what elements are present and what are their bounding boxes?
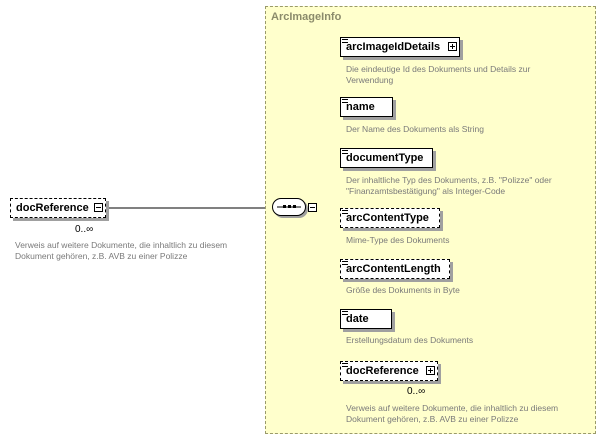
- element-name[interactable]: name: [340, 97, 393, 117]
- element-marker-icon: [342, 311, 348, 315]
- expand-icon[interactable]: [426, 366, 435, 375]
- element-marker-icon: [342, 261, 348, 265]
- root-element-label: docReference: [16, 202, 89, 214]
- root-element-docreference[interactable]: docReference: [10, 198, 106, 218]
- sequence-collapse-icon[interactable]: [308, 203, 317, 212]
- element-arcimageiddetails[interactable]: arcImageIdDetails: [340, 37, 460, 57]
- element-description: Mime-Type des Dokuments: [346, 235, 450, 245]
- element-docreference[interactable]: docReference: [340, 361, 438, 381]
- element-label: docReference: [346, 365, 419, 377]
- element-marker-icon: [342, 150, 348, 154]
- element-description: Verweis auf weitere Dokumente, die inhal…: [346, 403, 559, 424]
- element-description: Der inhaltliche Typ des Dokuments, z.B. …: [346, 175, 552, 196]
- element-label: name: [346, 101, 375, 113]
- element-marker-icon: [342, 210, 348, 214]
- element-description: Größe des Dokuments in Byte: [346, 285, 460, 295]
- element-description: Erstellungsdatum des Dokuments: [346, 335, 474, 345]
- element-description: Die eindeutige Id des Dokuments und Deta…: [346, 64, 531, 85]
- element-label: date: [346, 313, 369, 325]
- group-title: ArcImageInfo: [271, 11, 342, 23]
- element-label: arcImageIdDetails: [346, 41, 441, 53]
- element-documenttype[interactable]: documentType: [340, 148, 433, 168]
- element-marker-icon: [342, 39, 348, 43]
- element-description: Der Name des Dokuments als String: [346, 124, 484, 134]
- sequence-compositor[interactable]: [272, 198, 306, 216]
- collapse-icon[interactable]: [94, 203, 103, 212]
- sequence-icon: [277, 205, 301, 208]
- element-marker-icon: [342, 363, 348, 367]
- element-cardinality: 0..∞: [407, 386, 426, 397]
- root-cardinality: 0..∞: [75, 224, 94, 235]
- expand-icon[interactable]: [448, 42, 457, 51]
- element-marker-icon: [342, 99, 348, 103]
- element-label: documentType: [346, 152, 424, 164]
- element-arccontenttype[interactable]: arcContentType: [340, 208, 440, 228]
- element-date[interactable]: date: [340, 309, 392, 329]
- element-label: arcContentType: [346, 212, 429, 224]
- element-arccontentlength[interactable]: arcContentLength: [340, 259, 450, 279]
- root-description: Verweis auf weitere Dokumente, die inhal…: [15, 240, 228, 261]
- element-label: arcContentLength: [346, 263, 441, 275]
